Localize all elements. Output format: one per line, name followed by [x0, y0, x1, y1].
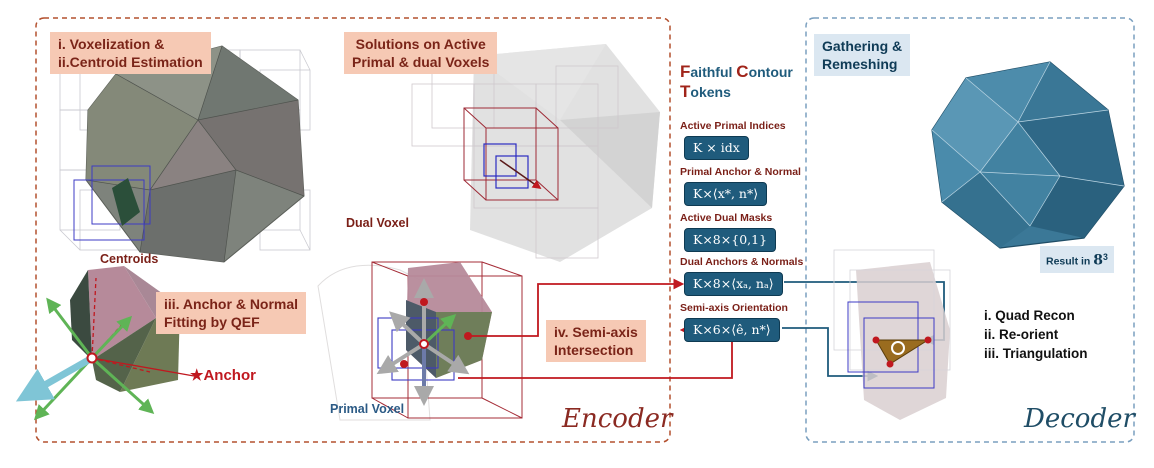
tokens-title: Faithful Contour Tokens [680, 62, 793, 102]
encoder-title: Encoder [562, 404, 673, 434]
result-prefix: Result in [1046, 255, 1094, 268]
anchor-fitting-line1: iii. Anchor & Normal [164, 296, 299, 312]
anchor-label: ★Anchor [190, 367, 256, 384]
remesh-figure [833, 249, 951, 420]
tokens-title-ontour: ontour [748, 64, 793, 80]
decoder-steps: i. Quad Recon ii. Re-orient iii. Triangu… [984, 306, 1088, 363]
result-base: 8 [1093, 252, 1104, 269]
dual-voxel-label: Dual Voxel [346, 216, 409, 230]
solutions-line1: Solutions on Active [355, 36, 486, 52]
voxelization-tag: i. Voxelization & ii.Centroid Estimation [50, 32, 211, 74]
decoder-step-triangulation: iii. Triangulation [984, 346, 1088, 361]
decoder-step-reorient: ii. Re-orient [984, 327, 1059, 342]
decoder-frame [805, 17, 1135, 443]
gathering-tag: Gathering & Remeshing [814, 34, 911, 76]
polyhedron-left [73, 45, 305, 263]
result-exponent: 3 [1103, 252, 1108, 262]
voxelization-line2: ii.Centroid Estimation [58, 54, 203, 70]
voxelization-line1: i. Voxelization & [58, 36, 165, 52]
tokens-title-f: F [680, 62, 691, 81]
encoder-frame [35, 17, 671, 443]
token-label-primal-indices: Active Primal Indices [680, 120, 786, 132]
icosahedron [931, 61, 1125, 249]
solutions-tag: Solutions on Active Primal & dual Voxels [344, 32, 498, 74]
tokens-title-okens: okens [690, 84, 731, 100]
semi-axis-line1: iv. Semi-axis [554, 324, 638, 340]
gathering-line1: Gathering & [822, 38, 903, 54]
decoder-step-quad-recon: i. Quad Recon [984, 308, 1075, 323]
centroids-label: Centroids [100, 252, 159, 266]
decoder-title: Decoder [1024, 404, 1135, 434]
result-badge: Result in 83 [1040, 246, 1114, 273]
anchor-fitting-line2: Fitting by QEF [164, 314, 260, 330]
gathering-line2: Remeshing [822, 56, 898, 72]
tokens-title-aithful: aithful [690, 64, 737, 80]
tokens-title-t: T [680, 82, 691, 101]
tokens-title-c: C [736, 62, 749, 81]
token-primal-anchor: K×⟨x*, n*⟩ [684, 182, 768, 206]
token-label-primal-anchor: Primal Anchor & Normal [680, 166, 801, 178]
anchor-fitting-tag: iii. Anchor & Normal Fitting by QEF [156, 292, 307, 334]
token-label-dual-anchors: Dual Anchors & Normals [680, 256, 804, 268]
token-dual-anchors: K×8×⟨xₐ, nₐ⟩ [684, 272, 783, 296]
token-semi-axis: K×6×⟨ê, n*⟩ [684, 318, 780, 342]
semi-axis-line2: Intersection [554, 342, 634, 358]
semi-axis-tag: iv. Semi-axis Intersection [546, 320, 646, 362]
dual-voxel-figure [317, 261, 523, 421]
anchor-fitting-shape [15, 266, 195, 421]
solutions-line2: Primal & dual Voxels [352, 54, 490, 70]
token-label-semi-axis: Semi-axis Orientation [680, 302, 788, 314]
primal-voxel-label: Primal Voxel [330, 402, 405, 416]
voxel-cluster-middle [411, 44, 660, 262]
token-dual-masks: K×8×{0,1} [684, 228, 777, 252]
token-label-dual-masks: Active Dual Masks [680, 212, 773, 224]
token-primal-indices: K × idx [684, 136, 749, 160]
